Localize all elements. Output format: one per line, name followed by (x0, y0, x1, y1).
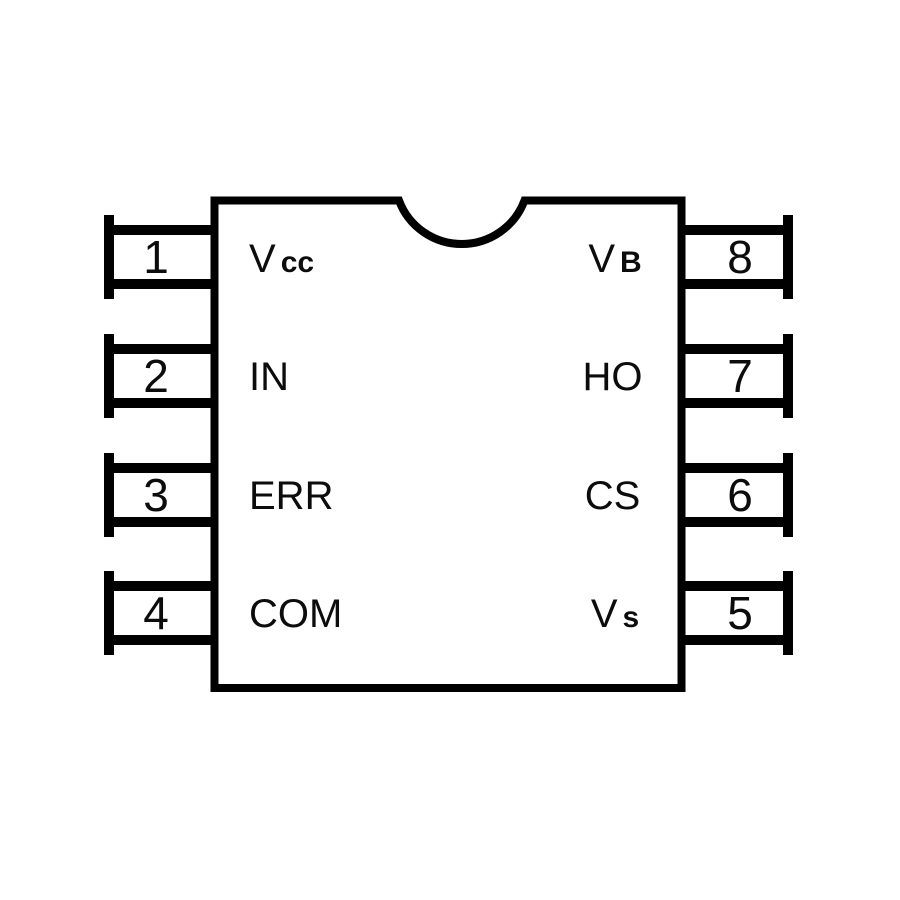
pin-box-5: 5 (677, 581, 793, 645)
pin-box-4: 4 (104, 581, 220, 645)
pin-3-end-line (104, 453, 114, 537)
pin-8-end-line (783, 215, 793, 299)
pin-box-6: 6 (677, 463, 793, 527)
pin-box-3: 3 (104, 463, 220, 527)
pin-5-end-line (783, 571, 793, 655)
pin-label-text: V (588, 237, 615, 281)
pin-box-2: 2 (104, 344, 220, 408)
pin-label-in: IN (249, 357, 294, 397)
pin-number-1: 1 (143, 231, 169, 283)
pin-label-text: V (249, 237, 276, 281)
pin-label-ho: HO (535, 357, 695, 397)
pin-label-subscript: B (620, 246, 642, 279)
pin-2-end-line (104, 334, 114, 418)
pin-box-8: 8 (677, 225, 793, 289)
pin-1-end-line (104, 215, 114, 299)
pin-4-end-line (104, 571, 114, 655)
pin-label-text: HO (582, 355, 643, 399)
pin-number-2: 2 (143, 350, 169, 402)
pin-label-text: ERR (249, 474, 334, 518)
pin-6-end-line (783, 453, 793, 537)
pin-label-cs: CS (535, 476, 695, 516)
pin-label-com: COM (249, 594, 347, 634)
pin-label-text: V (590, 592, 618, 636)
pin-label-text: CS (584, 474, 641, 518)
pin-label-err: ERR (249, 476, 338, 516)
pin-number-4: 4 (143, 587, 169, 639)
pin-number-8: 8 (727, 231, 753, 283)
pin-label-text: COM (249, 592, 343, 636)
pin-box-1: 1 (104, 225, 220, 289)
pin-7-end-line (783, 334, 793, 418)
pin-label-text: IN (249, 355, 289, 399)
pin-number-7: 7 (727, 350, 753, 402)
pin-number-6: 6 (727, 469, 753, 521)
pin-number-5: 5 (727, 587, 753, 639)
pin-label-subscript: cc (280, 246, 315, 279)
pin-number-3: 3 (143, 469, 169, 521)
pin-box-7: 7 (677, 344, 793, 408)
pin-label-subscript: s (622, 601, 640, 634)
